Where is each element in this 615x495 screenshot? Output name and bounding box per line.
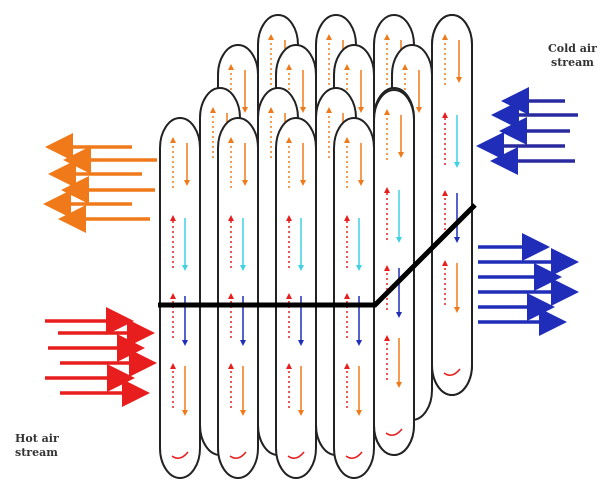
hot-air-stream-label: Hot air stream [15,432,59,460]
tube [333,117,375,479]
hot-air-inlet-arrows [45,307,157,407]
hot-air-label-line1: Hot air [15,432,59,445]
hot-air-label-line2: stream [15,446,58,459]
cold-air-label-line2: stream [551,56,594,69]
divider-line [158,203,477,308]
tube [217,117,259,479]
cold-air-stream-label: Cold air stream [548,42,597,70]
tube [373,89,415,456]
hot-air-outlet-arrows [43,133,157,233]
tube-row-front [159,14,473,479]
cold-air-label-line1: Cold air [548,42,597,55]
tube [431,14,473,396]
tube [159,117,201,479]
tube [275,117,317,479]
cold-air-inlet-arrows [476,87,578,175]
cold-air-outlet-arrows [478,233,579,336]
